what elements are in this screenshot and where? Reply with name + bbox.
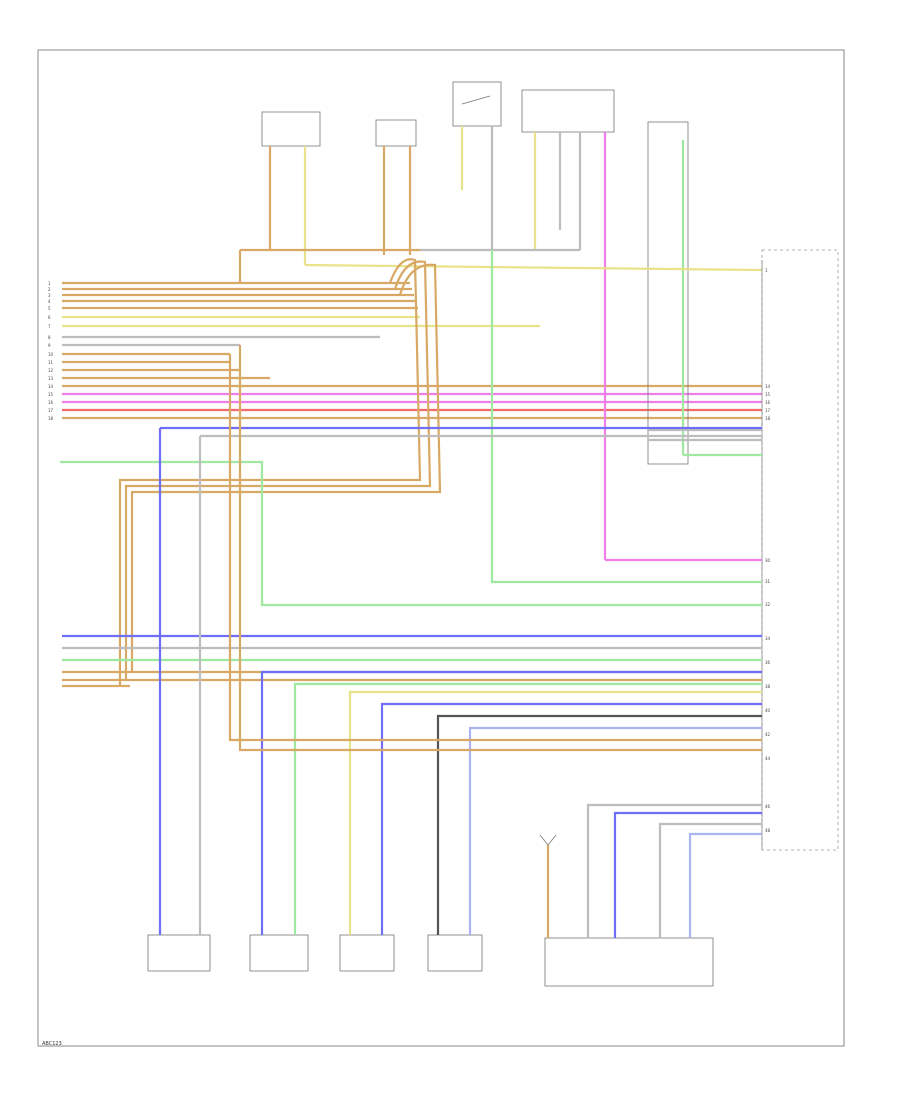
control-module (761, 249, 839, 851)
svg-text:3: 3 (48, 293, 51, 298)
left-harness-top (62, 281, 762, 420)
top-component-3-switch (452, 81, 502, 250)
svg-text:4: 4 (48, 299, 51, 304)
svg-text:2: 2 (48, 287, 51, 292)
svg-text:10: 10 (48, 352, 54, 357)
svg-text:13: 13 (48, 376, 54, 381)
svg-text:12: 12 (48, 368, 54, 373)
svg-text:18: 18 (765, 416, 771, 421)
top-component-1 (261, 111, 321, 265)
svg-text:46: 46 (765, 804, 771, 809)
svg-text:31: 31 (765, 579, 771, 584)
svg-text:5: 5 (48, 306, 51, 311)
svg-text:1: 1 (765, 268, 768, 273)
top-component-5 (647, 121, 689, 465)
page-code: ABC123 (42, 1041, 62, 1047)
small-switch (539, 834, 557, 880)
svg-text:18: 18 (48, 416, 54, 421)
svg-text:38: 38 (765, 684, 771, 689)
svg-text:32: 32 (765, 602, 771, 607)
svg-text:42: 42 (765, 732, 771, 737)
harness-junction (118, 258, 442, 686)
svg-text:40: 40 (765, 708, 771, 713)
lower-right-bundle (62, 345, 762, 896)
top-component-4-relay (521, 89, 615, 560)
bottom-component-2 (249, 896, 309, 972)
svg-text:15: 15 (765, 392, 771, 397)
svg-text:36: 36 (765, 660, 771, 665)
svg-text:14: 14 (48, 384, 54, 389)
svg-text:14: 14 (765, 384, 771, 389)
svg-text:7: 7 (48, 324, 51, 329)
svg-text:30: 30 (765, 558, 771, 563)
svg-text:1: 1 (48, 281, 51, 286)
top-bus (238, 248, 763, 283)
bottom-component-3 (339, 896, 395, 972)
svg-text:16: 16 (48, 400, 54, 405)
diagram-frame (37, 49, 845, 1047)
svg-text:6: 6 (48, 315, 51, 320)
bottom-component-1 (147, 896, 211, 972)
svg-text:48: 48 (765, 828, 771, 833)
top-component-2 (375, 119, 417, 255)
svg-text:44: 44 (765, 756, 771, 761)
bottom-component-5-motor (544, 880, 714, 987)
svg-text:34: 34 (765, 636, 771, 641)
svg-text:17: 17 (765, 408, 771, 413)
lower-right-harness (586, 803, 762, 900)
svg-text:17: 17 (48, 408, 54, 413)
svg-text:15: 15 (48, 392, 54, 397)
bottom-component-4 (427, 896, 483, 972)
svg-text:11: 11 (48, 360, 54, 365)
module-pin-numbers: 1 14 15 16 17 18 30 31 32 34 36 38 40 42 44 46 48 (765, 268, 771, 833)
svg-text:8: 8 (48, 335, 51, 340)
svg-text:16: 16 (765, 400, 771, 405)
svg-text:9: 9 (48, 343, 51, 348)
